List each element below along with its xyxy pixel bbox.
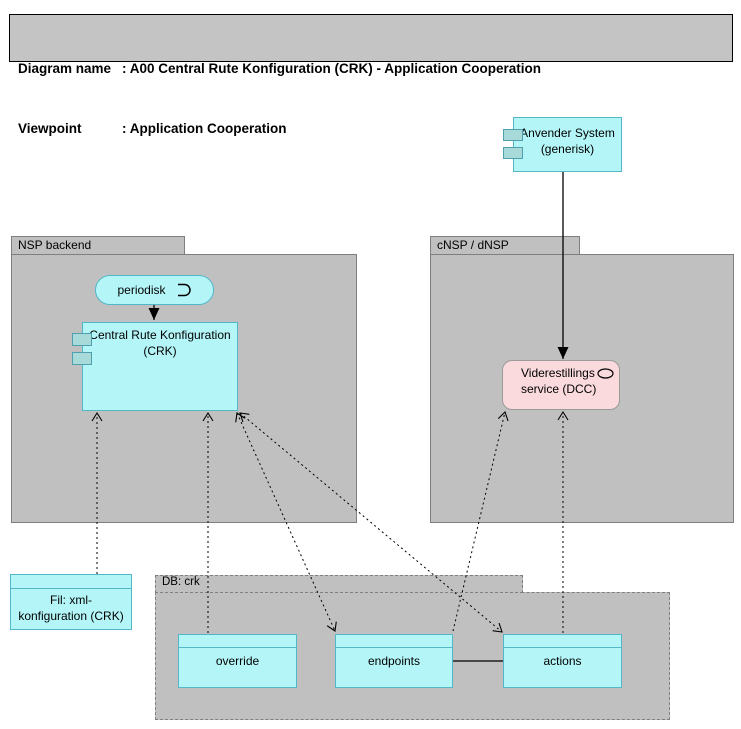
package-nsp-backend-tab: NSP backend: [11, 236, 185, 255]
dataobject-fil-label-1: Fil: xml-: [50, 593, 92, 607]
diagram-name-label: Diagram name: [18, 61, 112, 76]
table-override: override: [178, 634, 297, 688]
package-db-crk-label: DB: crk: [162, 576, 200, 588]
component-port-icon: [72, 333, 92, 346]
component-anvender-system-label-2: (generisk): [540, 142, 595, 156]
table-endpoints: endpoints: [335, 634, 453, 688]
table-actions-label: actions: [543, 654, 582, 668]
dataobject-band: [11, 575, 131, 589]
dataobject-band: [504, 635, 621, 648]
component-anvender-system: Anvender System (generisk): [503, 117, 622, 172]
component-port-icon: [503, 129, 523, 141]
viewpoint-row: Viewpoint : Application Cooperation: [18, 119, 732, 139]
dataobject-band: [336, 635, 452, 648]
component-crk: Central Rute Konfiguration (CRK): [72, 322, 238, 411]
component-port-icon: [72, 352, 92, 365]
diagram-title-block: Diagram name : A00 Central Rute Konfigura…: [9, 14, 733, 136]
application-event-icon: [177, 283, 191, 297]
component-crk-label-1: Central Rute Konfiguration: [89, 328, 231, 342]
viewpoint-value: : Application Cooperation: [122, 121, 287, 136]
event-periodisk-label: periodisk: [117, 283, 166, 297]
table-endpoints-label: endpoints: [367, 654, 421, 668]
package-nsp-backend-label: NSP backend: [18, 238, 92, 252]
diagram-name-value: : A00 Central Rute Konfiguration (CRK) -…: [122, 61, 541, 76]
package-db-crk-tab: DB: crk: [155, 575, 523, 593]
package-cnsp-dnsp-tab: cNSP / dNSP: [430, 236, 580, 255]
dataobject-fil: Fil: xml- konfiguration (CRK): [10, 574, 132, 630]
viewpoint-label: Viewpoint: [18, 121, 82, 136]
service-dcc: Viderestillings service (DCC): [502, 360, 620, 410]
component-port-icon: [503, 147, 523, 159]
service-dcc-label-1: Viderestillings: [521, 366, 595, 380]
dataobject-fil-label-2: konfiguration (CRK): [18, 609, 124, 623]
component-crk-label-2: (CRK): [143, 344, 177, 358]
package-cnsp-dnsp-label: cNSP / dNSP: [437, 238, 509, 252]
table-override-label: override: [215, 654, 260, 668]
dataobject-band: [179, 635, 296, 648]
event-periodisk: periodisk: [95, 275, 214, 305]
diagram-name-row: Diagram name : A00 Central Rute Konfigura…: [18, 59, 732, 79]
application-service-icon: [597, 368, 614, 379]
table-actions: actions: [503, 634, 622, 688]
service-dcc-label-2: service (DCC): [521, 382, 597, 396]
component-anvender-system-label-1: Anvender System: [520, 126, 615, 140]
